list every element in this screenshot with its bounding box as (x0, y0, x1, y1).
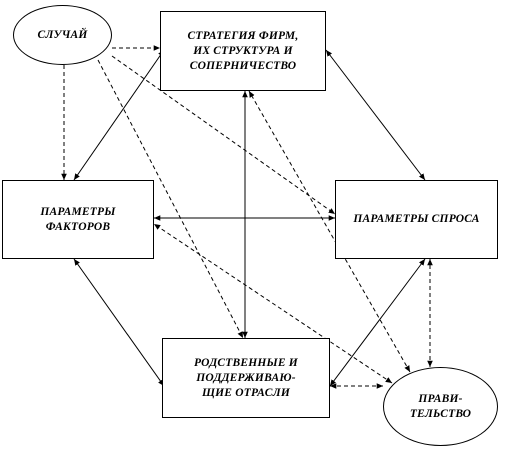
arrow-strategy-demand (325, 49, 426, 181)
node-government: ПРАВИ- ТЕЛЬСТВО (383, 367, 498, 446)
arrow-government-factors (153, 223, 393, 384)
arrow-factors-related (73, 258, 165, 387)
node-factors-label: ПАРАМЕТРЫ ФАКТОРОВ (40, 205, 116, 233)
node-chance-label: СЛУЧАЙ (37, 28, 88, 41)
node-demand-conditions: ПАРАМЕТРЫ СПРОСА (335, 180, 498, 259)
arrow-strategy-factors (73, 49, 165, 181)
node-factor-conditions: ПАРАМЕТРЫ ФАКТОРОВ (2, 180, 154, 259)
node-related-label: РОДСТВЕННЫЕ И ПОДДЕРЖИВАЮ- ЩИЕ ОТРАСЛИ (194, 356, 298, 399)
node-strategy-label: СТРАТЕГИЯ ФИРМ, ИХ СТРУКТУРА И СОПЕРНИЧЕ… (187, 29, 299, 72)
node-related-industries: РОДСТВЕННЫЕ И ПОДДЕРЖИВАЮ- ЩИЕ ОТРАСЛИ (162, 338, 330, 418)
node-government-label: ПРАВИ- ТЕЛЬСТВО (409, 392, 472, 420)
node-strategy: СТРАТЕГИЯ ФИРМ, ИХ СТРУКТУРА И СОПЕРНИЧЕ… (160, 11, 326, 91)
node-chance: СЛУЧАЙ (13, 5, 112, 65)
node-demand-label: ПАРАМЕТРЫ СПРОСА (353, 213, 480, 225)
arrow-demand-related (329, 258, 426, 387)
